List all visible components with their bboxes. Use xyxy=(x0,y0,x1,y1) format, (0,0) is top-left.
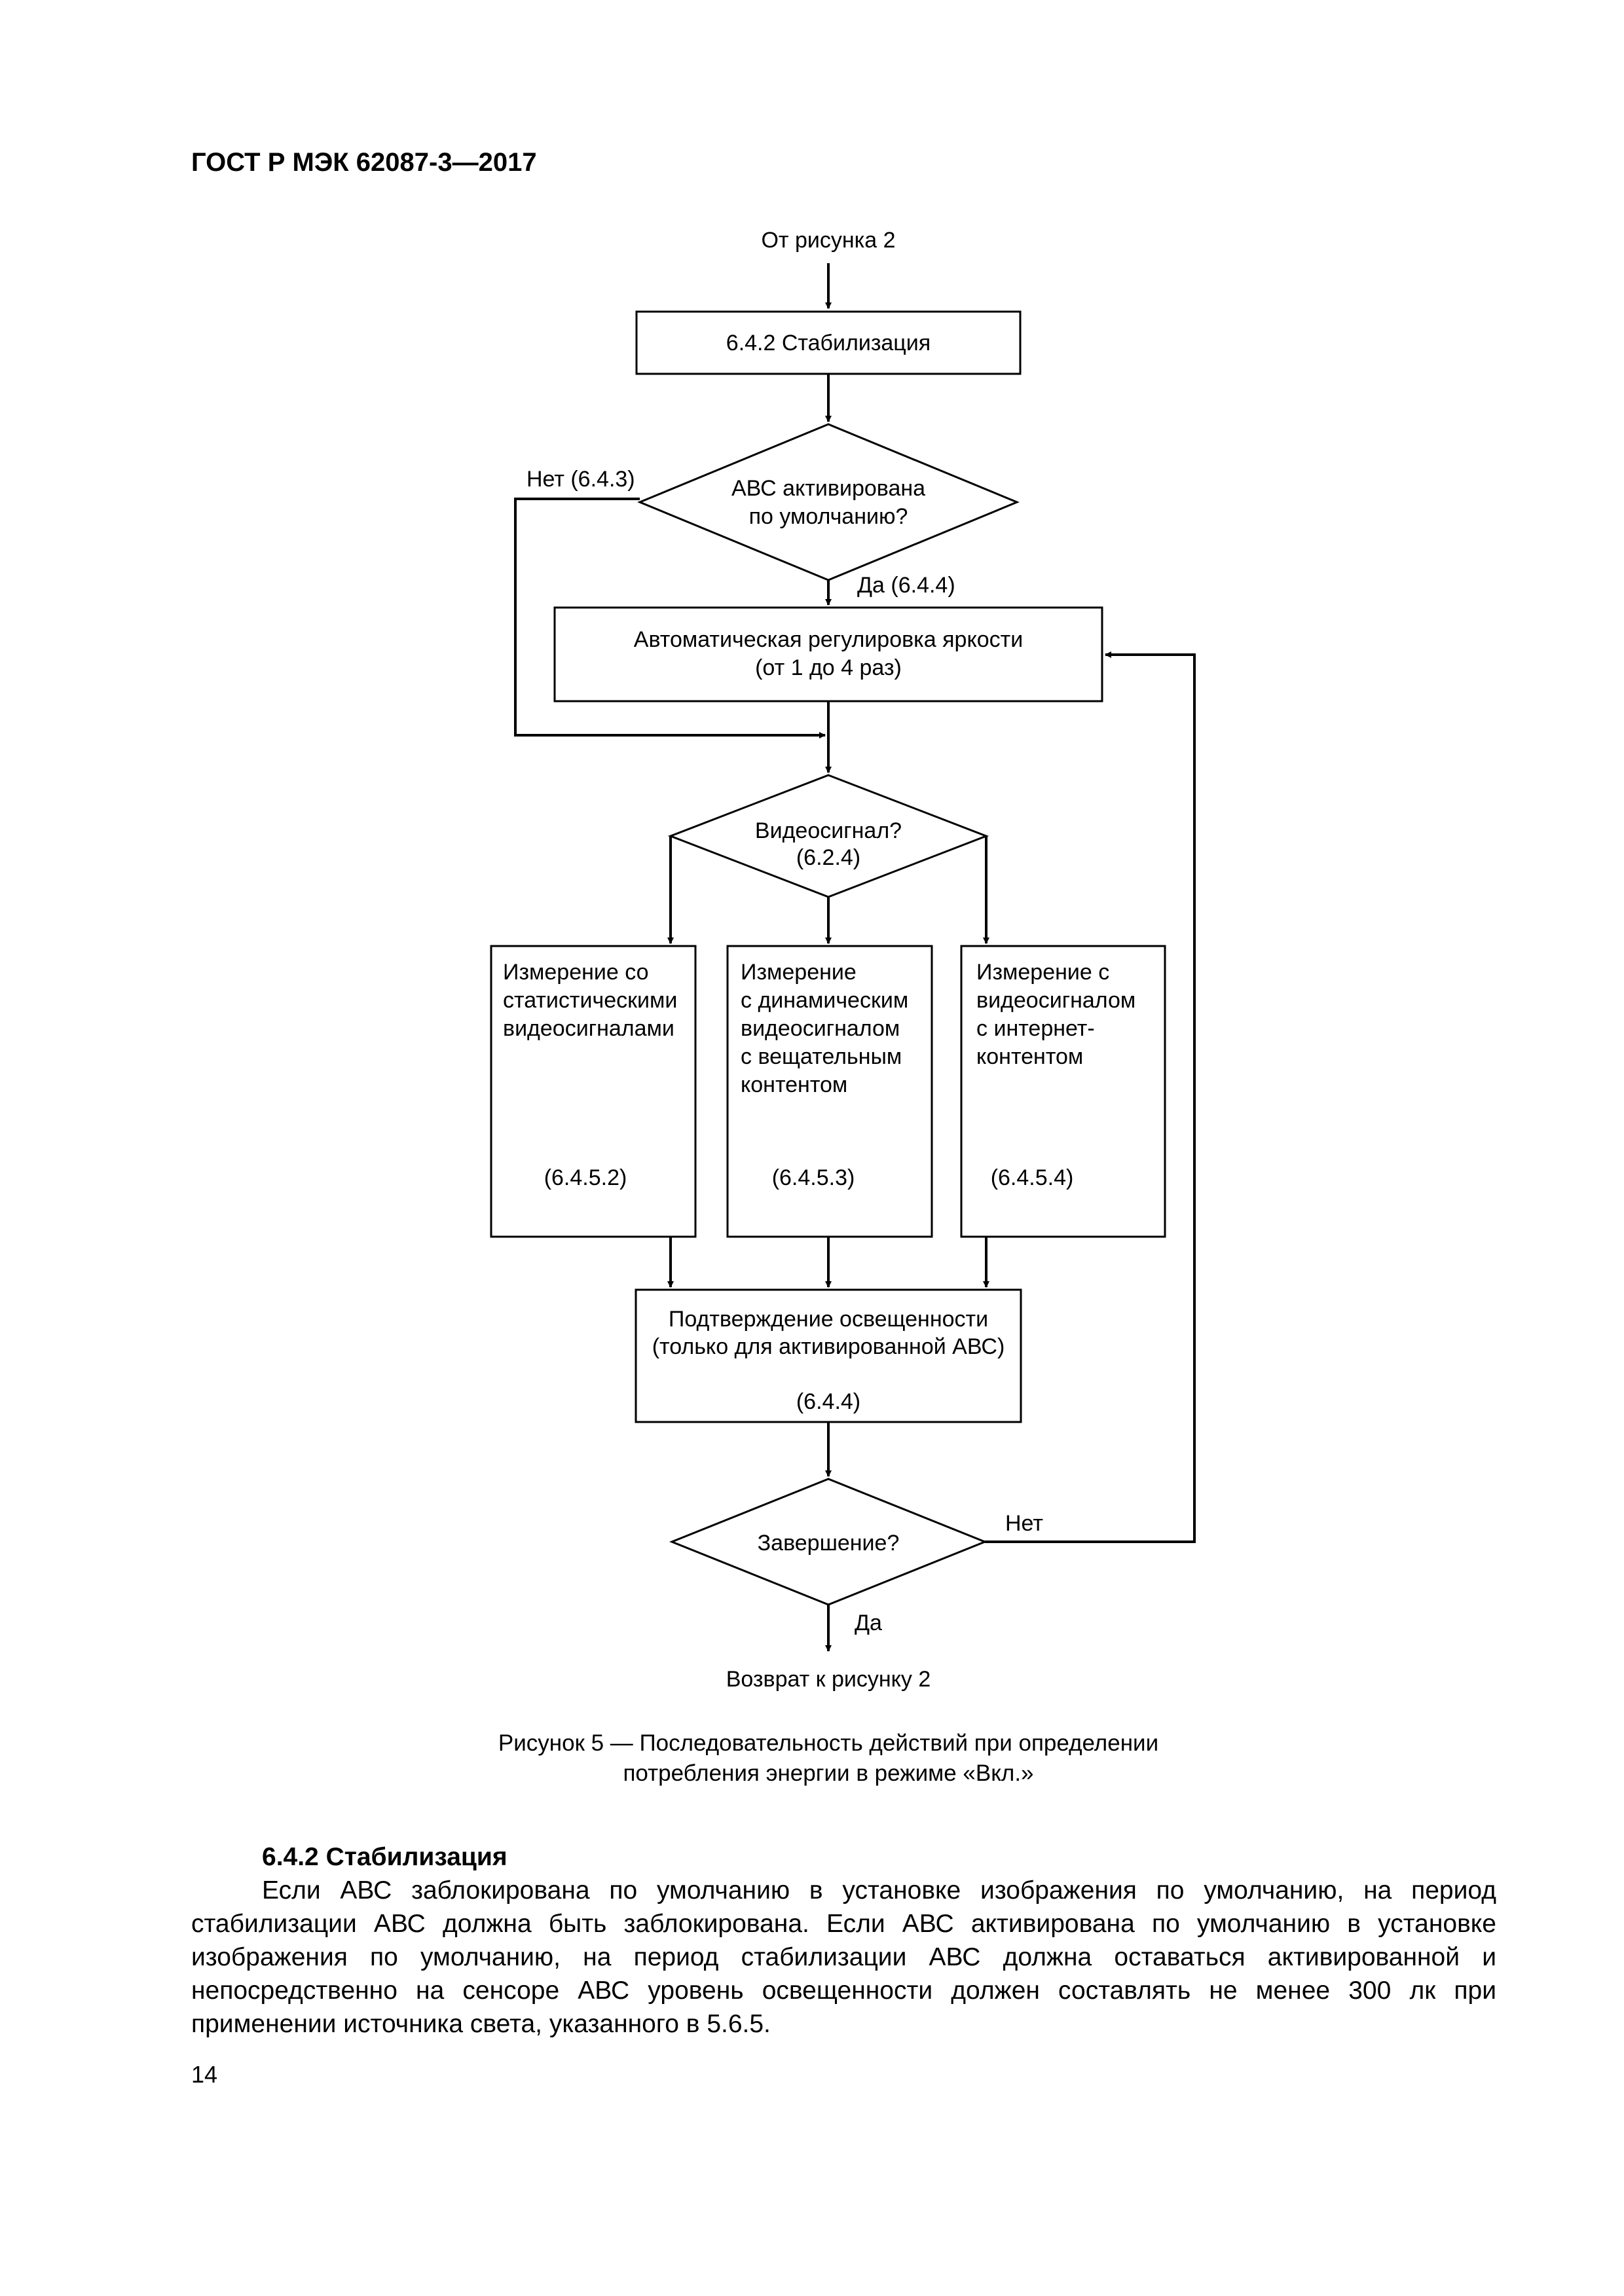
end-yes-label: Да xyxy=(855,1611,882,1635)
abc-decision-line2: по умолчанию? xyxy=(749,504,908,529)
dynamic-line: с вещательным xyxy=(741,1044,902,1069)
end-decision-label: Завершение? xyxy=(758,1531,900,1556)
static-line: Измерение со xyxy=(503,960,649,985)
figure-caption-line1: Рисунок 5 — Последовательность действий … xyxy=(498,1730,1159,1756)
static-box xyxy=(490,945,697,1238)
brightness-line2: (от 1 до 4 раз) xyxy=(755,655,902,680)
dynamic-line: контентом xyxy=(741,1072,847,1097)
section-heading: 6.4.2 Стабилизация xyxy=(262,1843,507,1871)
video-decision-line2: (6.2.4) xyxy=(796,845,860,870)
dynamic-line: Измерение xyxy=(741,960,857,985)
figure-caption-line2: потребления энергии в режиме «Вкл.» xyxy=(623,1760,1034,1786)
brightness-line1: Автоматическая регулировка яркости xyxy=(634,627,1023,652)
static-line: статистическими xyxy=(503,988,677,1013)
stabilization-label: 6.4.2 Стабилизация xyxy=(726,331,931,355)
abc-decision-diamond xyxy=(637,423,1020,581)
yes-644-label: Да (6.4.4) xyxy=(857,573,955,598)
internet-line: с интернет- xyxy=(976,1016,1095,1041)
video-decision-line1: Видеосигнал? xyxy=(755,818,902,843)
brightness-box xyxy=(553,606,1103,702)
flowchart: От рисунка 2 6.4.2 Стабилизация АВС акти… xyxy=(490,228,1196,1692)
internet-box xyxy=(960,945,1166,1238)
dynamic-ref: (6.4.5.3) xyxy=(772,1165,855,1190)
page-number: 14 xyxy=(191,2061,218,2088)
dynamic-line: видеосигналом xyxy=(741,1016,900,1041)
document-header: ГОСТ Р МЭК 62087-3—2017 xyxy=(191,148,537,177)
section-paragraph: Если АВС заблокирована по умолчанию в ус… xyxy=(191,1876,1496,2038)
line-no-bypass xyxy=(514,498,826,738)
internet-ref: (6.4.5.4) xyxy=(991,1165,1074,1190)
end-no-label: Нет xyxy=(1005,1511,1043,1536)
end-label: Возврат к рисунку 2 xyxy=(726,1667,931,1692)
internet-line: видеосигналом xyxy=(976,988,1135,1013)
dynamic-line: с динамическим xyxy=(741,988,908,1013)
no-643-label: Нет (6.4.3) xyxy=(526,467,635,492)
start-label: От рисунка 2 xyxy=(761,228,895,253)
static-line: видеосигналами xyxy=(503,1016,674,1041)
internet-line: Измерение с xyxy=(976,960,1109,985)
static-ref: (6.4.5.2) xyxy=(544,1165,627,1190)
illumination-ref: (6.4.4) xyxy=(796,1389,860,1414)
abc-decision-line1: АВС активирована xyxy=(731,476,925,501)
illumination-line1: Подтверждение освещенности xyxy=(669,1307,988,1332)
internet-line: контентом xyxy=(976,1044,1083,1069)
illumination-line2: (только для активированной АВС) xyxy=(652,1334,1005,1359)
line-no-loop-back xyxy=(985,651,1196,1543)
